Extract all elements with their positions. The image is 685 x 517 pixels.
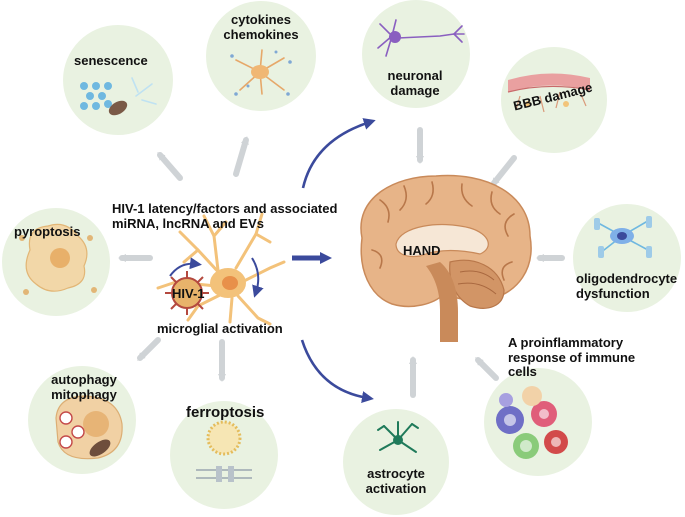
oligodendrocyte-label: oligodendrocyte dysfunction (576, 271, 678, 301)
hand-label: HAND (403, 243, 441, 258)
oligodendrocyte-line2: dysfunction (576, 285, 650, 301)
proinflammatory-line1: A proinflammatory (508, 335, 624, 350)
oligodendrocyte-line1: oligodendrocyte (576, 271, 678, 286)
circle-senescence (63, 25, 173, 135)
damage-text: damage (390, 82, 440, 98)
circle-astrocyte (343, 409, 449, 515)
oligodendrocyte-icon (594, 216, 652, 258)
neuronal-damage-label: neuronal damage (378, 68, 452, 98)
senescence-label: senescence (74, 53, 148, 68)
activation-text: activation (365, 480, 427, 496)
arrow-to-neuronal-damage (301, 118, 376, 189)
astrocyte-activation-label: astrocyte activation (358, 466, 434, 496)
microglial-activation-label: microglial activation (157, 321, 283, 336)
hiv-factors-line1: HIV-1 latency/factors and associated (112, 201, 338, 216)
blue-arrows (292, 118, 376, 403)
mitophagy-text: mitophagy (51, 386, 117, 402)
hiv-virus-icon (165, 271, 209, 315)
ferroptosis-label: ferroptosis (186, 404, 265, 421)
proinflammatory-label: A proinflammatory response of immune cel… (508, 335, 636, 380)
arrow-to-astrocyte-activation (300, 339, 374, 403)
immune-cells-icon (496, 386, 568, 459)
hiv-factors-label: HIV-1 latency/factors and associated miR… (112, 201, 338, 231)
hiv-factors-line2: miRNA, lncRNA and EVs (112, 215, 264, 231)
astrocyte-text: astrocyte (367, 466, 425, 481)
arrow-to-cytokines (233, 136, 249, 177)
autophagy-cell-icon (55, 395, 123, 460)
arrow-bbb-to-brain (491, 155, 517, 187)
neuronal-text: neuronal (387, 68, 443, 83)
arrow-immune-to-brain (475, 357, 499, 381)
circle-bbb-damage (501, 47, 607, 153)
circle-neuronal-damage (362, 0, 470, 108)
pyroptosis-label: pyroptosis (14, 224, 81, 239)
cytokines-text: cytokines (231, 12, 291, 27)
cytokines-label: cytokines chemokines (208, 12, 314, 42)
microglia-icon (156, 212, 286, 326)
cytokine-cell-icon (230, 49, 292, 96)
neuron-icon (377, 19, 465, 57)
autophagy-label: autophagy mitophagy (34, 372, 134, 402)
proinflammatory-line3: cells (508, 364, 537, 380)
bbb-vessel-icon (507, 73, 591, 113)
gray-arrows (118, 127, 565, 398)
proinflammatory-line2: response of immune (508, 349, 636, 365)
autophagy-text: autophagy (51, 372, 117, 387)
brain-icon (360, 174, 532, 342)
arrow-to-senescence (157, 151, 183, 181)
astrocyte-icon (377, 421, 419, 453)
senescence-cells-icon (80, 77, 157, 116)
hiv1-label: HIV-1 (172, 286, 205, 301)
ferroptosis-membrane-icon (196, 420, 252, 482)
circle-oligodendrocyte (573, 204, 681, 312)
pyroptotic-cell-icon (19, 223, 97, 295)
chemokines-text: chemokines (223, 26, 299, 42)
arrow-to-autophagy (137, 337, 161, 361)
